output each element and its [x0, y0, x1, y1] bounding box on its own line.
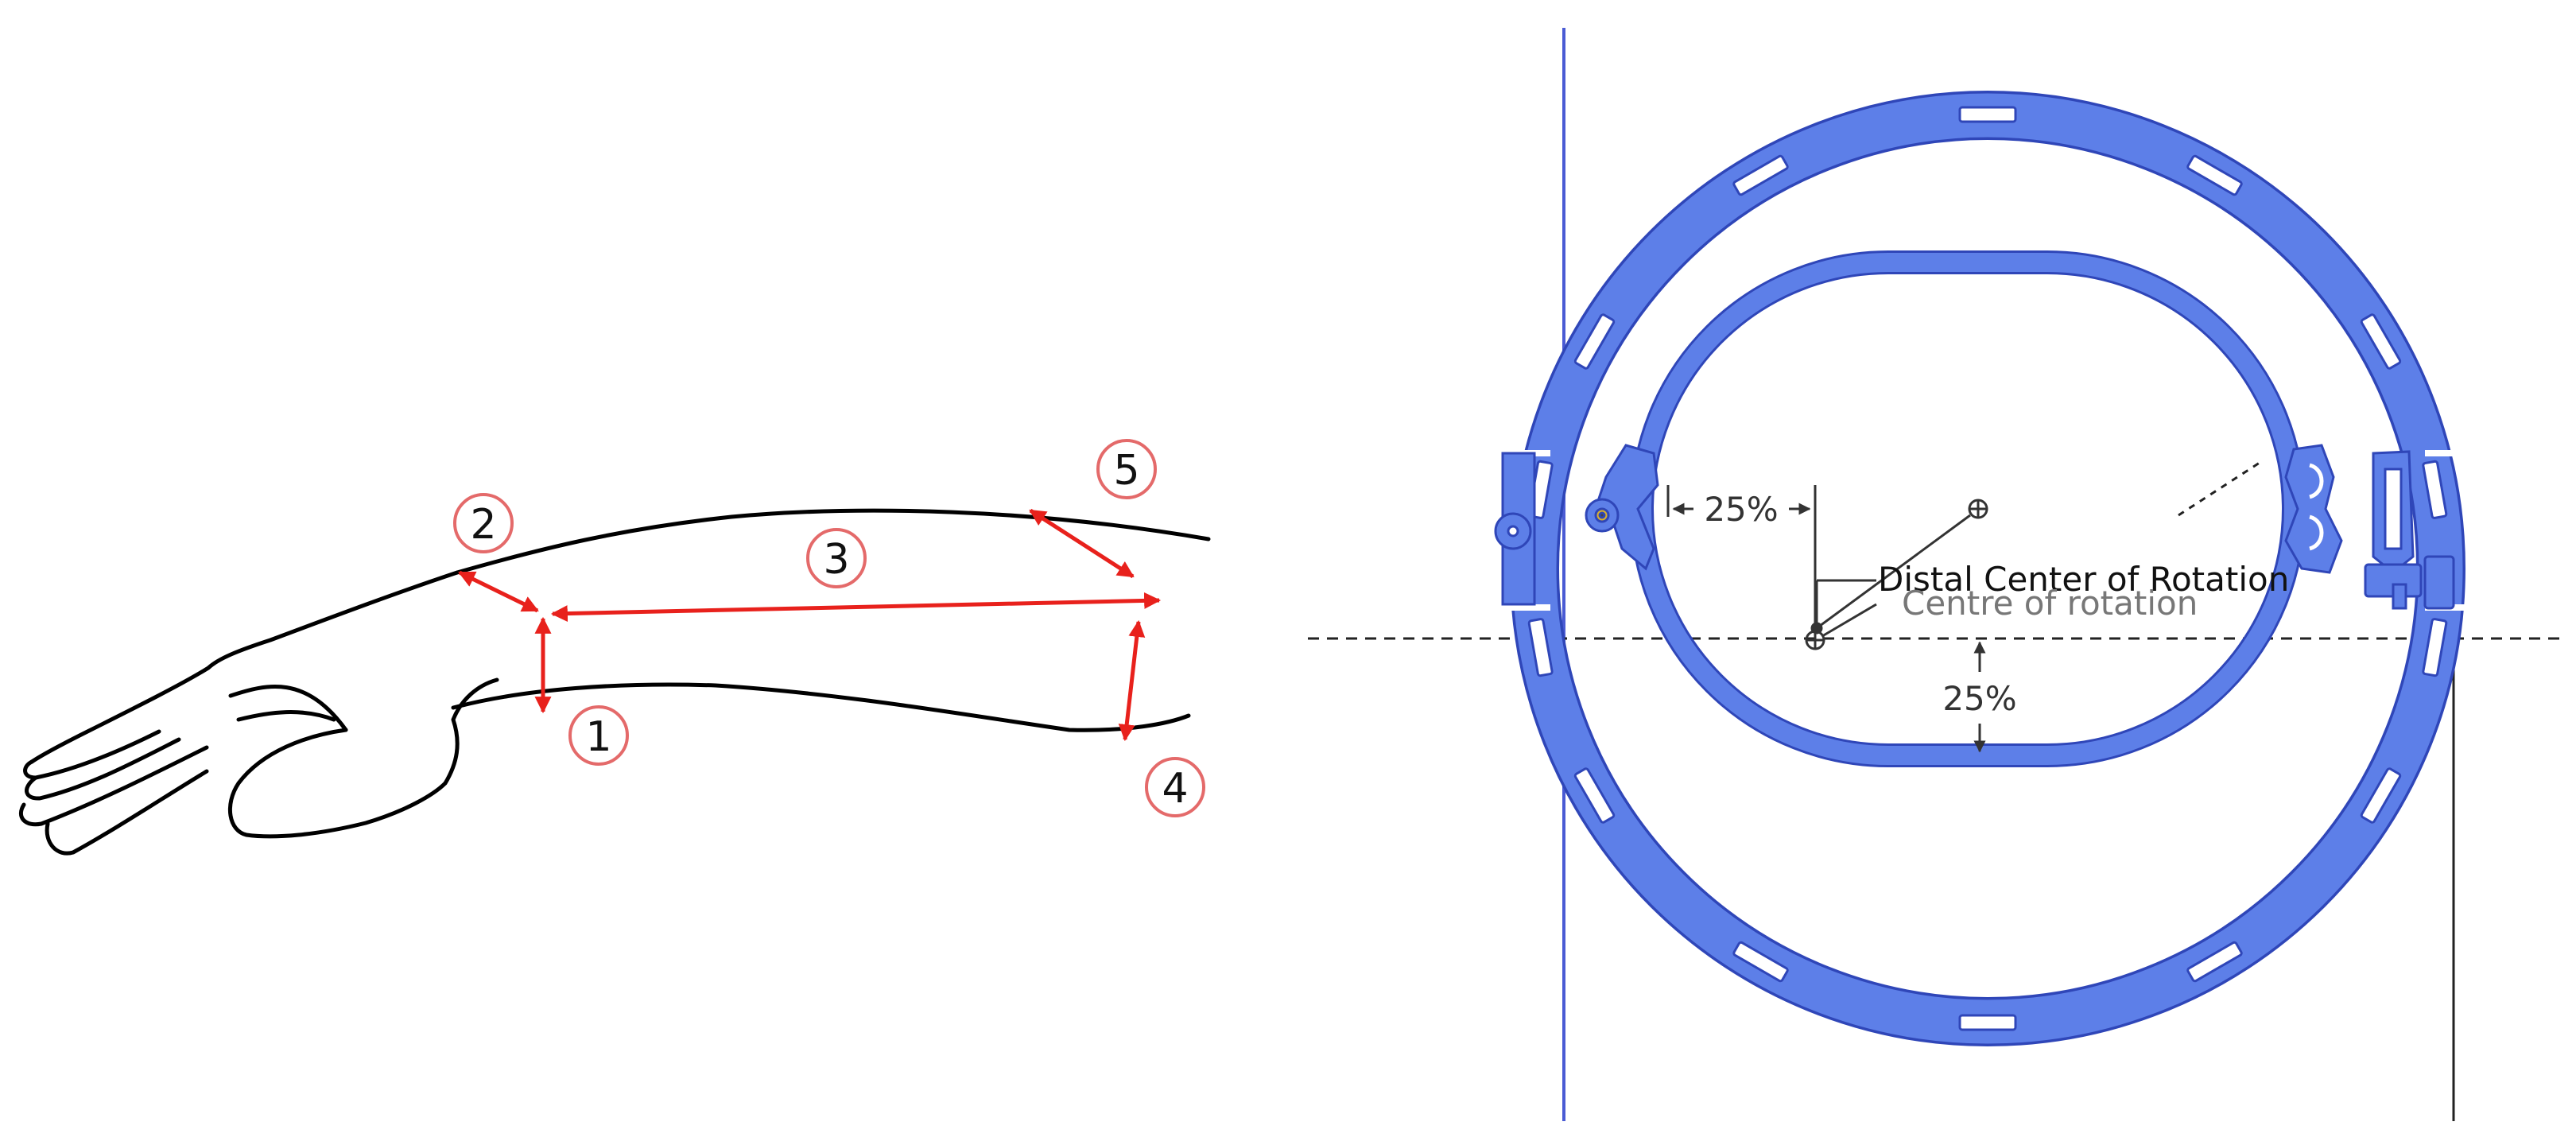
badge-label: 2	[470, 501, 496, 549]
label-distal-center-of-rotation: Distal Center of Rotation	[1878, 560, 2289, 599]
inner-oval	[1630, 250, 2306, 767]
badge-1: 1	[568, 705, 629, 766]
hand-crease	[228, 685, 348, 732]
badge-5: 5	[1096, 439, 1157, 499]
forearm-lower-edge	[451, 682, 1191, 732]
rotation-centre-markers	[1805, 499, 1988, 650]
badge-label: 3	[823, 536, 849, 584]
right-clasp	[2284, 444, 2455, 610]
badge-label: 1	[585, 713, 611, 761]
dimension-label-vertical: 25%	[1942, 679, 2016, 718]
hand-crease	[236, 710, 336, 722]
finger-outline	[23, 729, 161, 780]
label-centre-of-rotation: Centre of rotation	[1902, 584, 2198, 623]
hand-back-edge	[29, 570, 460, 764]
measure-arrow-4	[1118, 619, 1146, 742]
measurement-arrows	[458, 508, 1162, 742]
dimension-horizontal: 25%	[1666, 485, 1817, 636]
finger-outline	[25, 737, 181, 801]
leader-dashed	[2178, 460, 2263, 517]
thumb-outline	[227, 728, 448, 839]
badge-4: 4	[1145, 757, 1205, 817]
palm-outline	[443, 677, 499, 786]
badge-2: 2	[453, 493, 514, 553]
arm-diagram: 1 2 3 4 5	[18, 439, 1211, 856]
arm-outline	[18, 508, 1211, 856]
ring-split	[2425, 450, 2473, 456]
measure-arrow-5	[1029, 508, 1135, 579]
dimension-label-horizontal: 25%	[1704, 490, 1778, 529]
badge-3: 3	[806, 528, 867, 588]
ring-slots	[1527, 106, 2448, 1031]
measure-arrow-3	[550, 592, 1162, 623]
cad-drawing: 25% 25% Distal Center of Rotation Centre…	[1308, 28, 2560, 1121]
badge-label: 4	[1162, 765, 1188, 813]
badge-label: 5	[1113, 447, 1139, 495]
dimension-vertical: 25%	[1942, 641, 2017, 753]
finger-outline	[45, 769, 209, 856]
left-hinge	[1494, 444, 1659, 606]
measure-arrow-2	[458, 570, 539, 613]
ring-split	[1503, 604, 1550, 611]
finger-outline	[18, 745, 209, 827]
